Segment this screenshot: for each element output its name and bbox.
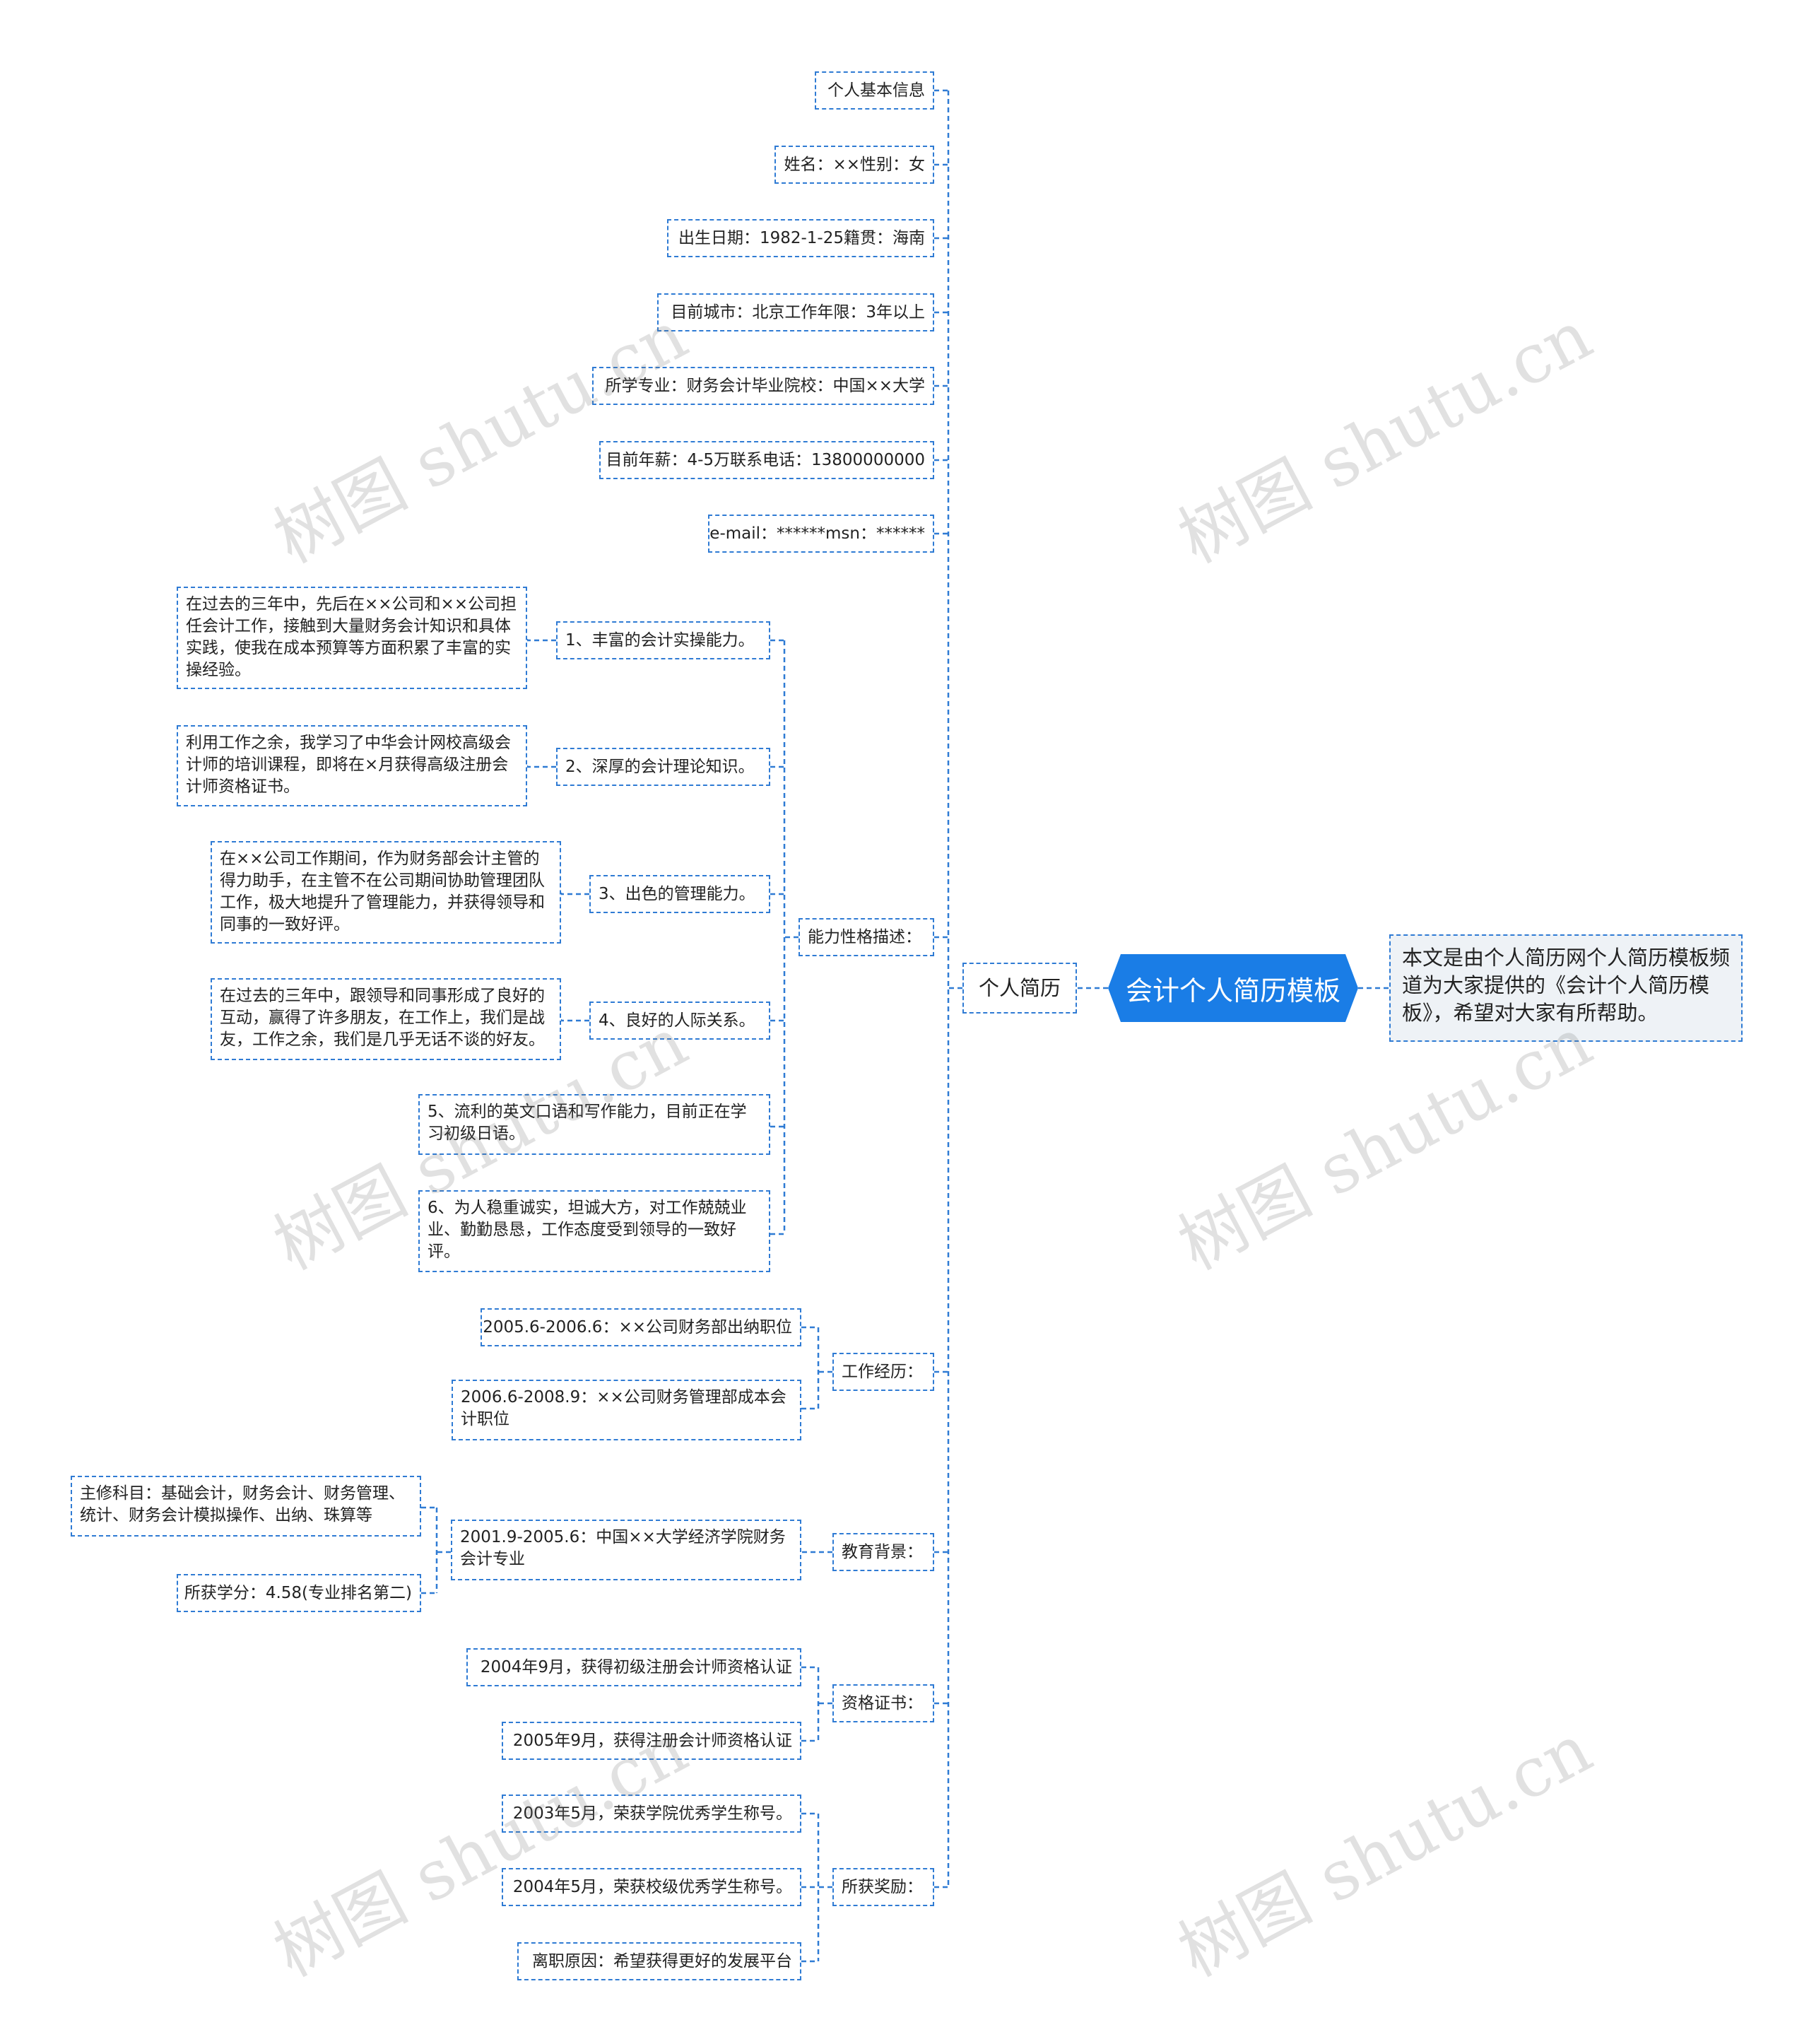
certificate-item[interactable]: 2004年9月，获得初级注册会计师资格认证: [466, 1648, 801, 1686]
ability-item-6[interactable]: 6、为人稳重诚实，坦诚大方，对工作兢兢业业、勤勤恳恳，工作态度受到领导的一致好评…: [418, 1190, 770, 1272]
watermark-text: 树图 shutu.cn: [1166, 295, 1604, 579]
ability-detail-2[interactable]: 利用工作之余，我学习了中华会计网校高级会计师的培训课程，即将在×月获得高级注册会…: [177, 725, 527, 806]
root-topic[interactable]: 会计个人简历模板: [1108, 954, 1358, 1022]
education-detail[interactable]: 所获学分：4.58(专业排名第二): [177, 1574, 421, 1612]
basic-info-item[interactable]: 出生日期：1982-1-25籍贯：海南: [667, 219, 934, 257]
ability-item-1[interactable]: 1、丰富的会计实操能力。: [556, 621, 770, 659]
award-item[interactable]: 2004年5月，荣获校级优秀学生称号。: [502, 1868, 801, 1906]
ability-detail-1[interactable]: 在过去的三年中，先后在××公司和××公司担任会计工作，接触到大量财务会计知识和具…: [177, 587, 527, 689]
ability-heading[interactable]: 能力性格描述：: [799, 918, 934, 956]
award-item[interactable]: 离职原因：希望获得更好的发展平台: [517, 1942, 801, 1980]
work-item[interactable]: 2006.6-2008.9：××公司财务管理部成本会计职位: [452, 1380, 801, 1440]
ability-item-5[interactable]: 5、流利的英文口语和写作能力，目前正在学习初级日语。: [418, 1094, 770, 1155]
education-detail[interactable]: 主修科目：基础会计，财务会计、财务管理、统计、财务会计模拟操作、出纳、珠算等: [71, 1476, 421, 1537]
ability-item-2[interactable]: 2、深厚的会计理论知识。: [556, 748, 770, 786]
award-item[interactable]: 2003年5月，荣获学院优秀学生称号。: [502, 1795, 801, 1833]
basic-info-item[interactable]: 姓名：××性别：女: [774, 146, 934, 184]
ability-detail-4[interactable]: 在过去的三年中，跟领导和同事形成了良好的互动，赢得了许多朋友，在工作上，我们是战…: [211, 978, 561, 1060]
basic-info-item[interactable]: 目前年薪：4-5万联系电话：13800000000: [599, 441, 934, 479]
education-item[interactable]: 2001.9-2005.6：中国××大学经济学院财务会计专业: [451, 1520, 801, 1580]
work-item[interactable]: 2005.6-2006.6：××公司财务部出纳职位: [481, 1308, 801, 1346]
branch-resume[interactable]: 个人简历: [962, 963, 1077, 1014]
watermark-text: 树图 shutu.cn: [261, 295, 700, 579]
watermark-text: 树图 shutu.cn: [1166, 1709, 1604, 1992]
certificates-heading[interactable]: 资格证书：: [832, 1684, 934, 1722]
basic-info-item[interactable]: e-mail：******msn：******: [708, 515, 934, 553]
work-heading[interactable]: 工作经历：: [832, 1353, 934, 1391]
basic-info-item[interactable]: 目前城市：北京工作年限：3年以上: [657, 293, 934, 331]
basic-info-item[interactable]: 所学专业：财务会计毕业院校：中国××大学: [592, 367, 934, 405]
ability-item-3[interactable]: 3、出色的管理能力。: [589, 875, 770, 913]
awards-heading[interactable]: 所获奖励：: [832, 1868, 934, 1906]
education-heading[interactable]: 教育背景：: [832, 1533, 934, 1571]
ability-detail-3[interactable]: 在××公司工作期间，作为财务部会计主管的得力助手，在主管不在公司期间协助管理团队…: [211, 841, 561, 944]
summary-note[interactable]: 本文是由个人简历网个人简历模板频道为大家提供的《会计个人简历模板》，希望对大家有…: [1389, 934, 1743, 1042]
basic-info-heading[interactable]: 个人基本信息: [815, 71, 934, 110]
certificate-item[interactable]: 2005年9月，获得注册会计师资格认证: [502, 1722, 801, 1760]
ability-item-4[interactable]: 4、良好的人际关系。: [589, 1002, 770, 1040]
